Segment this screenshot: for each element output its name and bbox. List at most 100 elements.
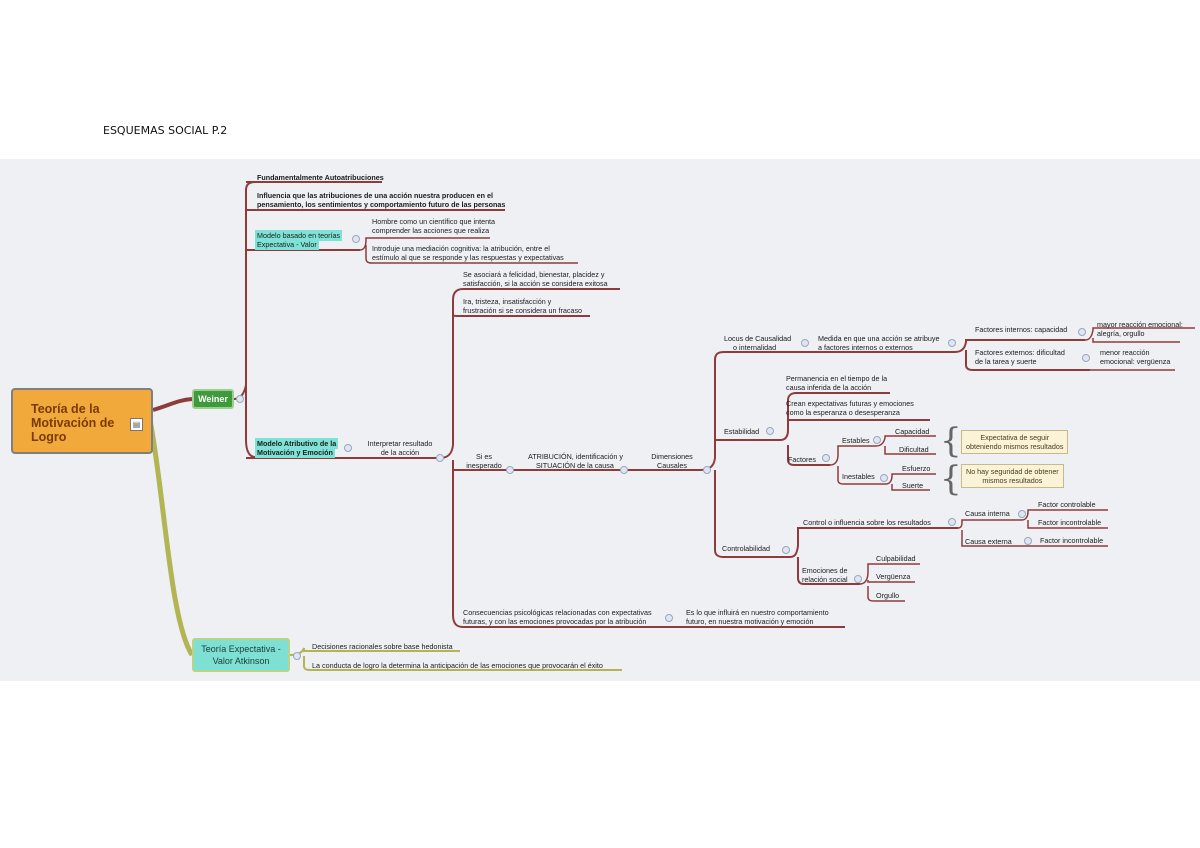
note-inestables[interactable]: No hay seguridad de obtener mismos resul… — [961, 464, 1064, 488]
externos-text-1: Factores externos: dificultad — [975, 348, 1065, 357]
factor-controlable-text: Factor controlable — [1038, 500, 1096, 509]
document-title: ESQUEMAS SOCIAL P.2 — [103, 124, 228, 137]
collapse-icon[interactable] — [344, 444, 352, 452]
interpretar-text-1: Interpretar resultado — [367, 439, 433, 448]
collapse-icon[interactable] — [822, 454, 830, 462]
crean-text-2: como la esperanza o desesperanza — [786, 408, 900, 417]
collapse-icon[interactable] — [352, 235, 360, 243]
inestables-text: Inestables — [842, 472, 875, 481]
brace-estables: { — [940, 421, 962, 461]
influencia-text-2: pensamiento, los sentimientos y comporta… — [257, 200, 506, 209]
emociones-text-2: relación social — [802, 575, 848, 584]
verguenza-text: Vergüenza — [876, 572, 911, 581]
culpabilidad-text: Culpabilidad — [876, 554, 916, 563]
suerte-text: Suerte — [902, 481, 924, 490]
esfuerzo-text: Esfuerzo — [902, 464, 931, 473]
causa-interna-text: Causa interna — [965, 509, 1010, 518]
note-estables[interactable]: Expectativa de seguir obteniendo mismos … — [961, 430, 1069, 454]
causa-externa-text: Causa externa — [965, 537, 1012, 546]
interpretar-text-2: de la acción — [380, 448, 420, 457]
internos-result-2: alegría, orgullo — [1097, 329, 1145, 338]
introduje-text-1: Introduje una mediación cognitiva: la at… — [372, 244, 550, 253]
collapse-icon[interactable] — [801, 339, 809, 347]
root-topic-label: Teoría de la Motivación de Logro — [31, 402, 115, 444]
medida-text-2: a factores internos o externos — [818, 343, 913, 352]
externos-text-2: de la tarea y suerte — [975, 357, 1037, 366]
crean-text-1: Crean expectativas futuras y emociones — [786, 399, 914, 408]
externos-result-2: emocional: vergüenza — [1100, 357, 1171, 366]
collapse-icon[interactable] — [948, 339, 956, 347]
medida-text-1: Medida en que una acción se atribuye — [818, 334, 940, 343]
introduje-text-2: estímulo al que se responde y las respue… — [372, 253, 564, 262]
atkinson-label-2: Valor Atkinson — [212, 656, 270, 666]
collapse-icon[interactable] — [506, 466, 514, 474]
orgullo-text: Orgullo — [876, 591, 900, 600]
emociones-text-1: Emociones de — [802, 566, 848, 575]
modelo-basado-label-2[interactable]: Expectativa - Valor — [255, 239, 319, 250]
modelo-atributivo-label-1[interactable]: Modelo Atributivo de la — [255, 438, 339, 449]
collapse-icon[interactable] — [1082, 354, 1090, 362]
collapse-icon[interactable] — [782, 546, 790, 554]
consecuencias-text-2: futuras, y con las emociones provocadas … — [463, 617, 647, 626]
estables-text: Estables — [842, 436, 870, 445]
si-es-text-2: inesperado — [466, 461, 502, 470]
dimensiones-text-2: Causales — [657, 461, 687, 470]
factores-text: Factores — [788, 455, 816, 464]
estabilidad-text: Estabilidad — [724, 427, 760, 436]
hombre-text-2: comprender las acciones que realiza — [372, 226, 490, 235]
collapse-icon[interactable] — [854, 575, 862, 583]
note-estables-line-2: obteniendo mismos resultados — [966, 442, 1064, 451]
modelo-atributivo-label-2[interactable]: Motivación y Emoción — [255, 447, 335, 458]
note-icon[interactable]: ▤ — [130, 418, 143, 431]
note-inestables-line-1: No hay seguridad de obtener — [966, 467, 1059, 476]
internos-result-1: mayor reacción emocional: — [1097, 320, 1183, 329]
collapse-icon[interactable] — [703, 466, 711, 474]
modelo-basado-label-1[interactable]: Modelo basado en teorías — [255, 230, 343, 241]
si-es-text-1: Si es — [476, 452, 492, 461]
factor-incontrolable-2-text: Factor incontrolable — [1040, 536, 1104, 545]
collapse-icon[interactable] — [665, 614, 673, 622]
atkinson-node[interactable]: Teoría Expectativa - Valor Atkinson — [192, 638, 290, 672]
mindmap-canvas — [0, 159, 1200, 681]
collapse-icon[interactable] — [1024, 537, 1032, 545]
factor-incontrolable-text: Factor incontrolable — [1038, 518, 1102, 527]
note-estables-line-1: Expectativa de seguir — [980, 433, 1050, 442]
brace-inestables: { — [940, 459, 962, 499]
decisiones-text: Decisiones racionales sobre base hedonis… — [312, 642, 453, 651]
exito-text-2: satisfacción, si la acción se considera … — [463, 279, 608, 288]
collapse-icon[interactable] — [436, 454, 444, 462]
control-text: Control o influencia sobre los resultado… — [803, 518, 931, 527]
capacidad-text: Capacidad — [895, 427, 930, 436]
weiner-node[interactable]: Weiner — [192, 389, 234, 409]
collapse-icon[interactable] — [620, 466, 628, 474]
internos-text: Factores internos: capacidad — [975, 325, 1068, 334]
collapse-icon[interactable] — [1018, 510, 1026, 518]
collapse-icon[interactable] — [766, 427, 774, 435]
collapse-icon[interactable] — [948, 518, 956, 526]
collapse-icon[interactable] — [1078, 328, 1086, 336]
permanencia-text-2: causa inferida de la acción — [786, 383, 872, 392]
influira-text-2: futuro, en nuestra motivación y emoción — [686, 617, 814, 626]
conducta-text: La conducta de logro la determina la ant… — [312, 661, 603, 670]
locus-text-2: o internalidad — [733, 343, 777, 352]
fracaso-text-2: frustración si se considera un fracaso — [463, 306, 583, 315]
dimensiones-text-1: Dimensiones — [651, 452, 693, 461]
atribucion-text-2: SITUACIÓN de la causa — [536, 461, 614, 470]
locus-text-1: Locus de Causalidad — [724, 334, 792, 343]
collapse-icon[interactable] — [873, 436, 881, 444]
root-topic[interactable]: Teoría de la Motivación de Logro ▤ — [11, 388, 153, 454]
atribucion-text-1: ATRIBUCIÓN, identificación y — [528, 452, 623, 461]
influira-text-1: Es lo que influirá en nuestro comportami… — [686, 608, 829, 617]
influencia-text-1: Influencia que las atribuciones de una a… — [257, 191, 494, 200]
permanencia-text-1: Permanencia en el tiempo de la — [786, 374, 888, 383]
collapse-icon[interactable] — [293, 652, 301, 660]
note-inestables-line-2: mismos resultados — [982, 476, 1043, 485]
externos-result-1: menor reacción — [1100, 348, 1150, 357]
exito-text-1: Se asociará a felicidad, bienestar, plac… — [463, 270, 605, 279]
collapse-icon[interactable] — [880, 474, 888, 482]
collapse-icon[interactable] — [236, 395, 244, 403]
hombre-text-1: Hombre como un científico que intenta — [372, 217, 496, 226]
fracaso-text-1: Ira, tristeza, insatisfacción y — [463, 297, 552, 306]
controlabilidad-text: Controlabilidad — [722, 544, 770, 553]
